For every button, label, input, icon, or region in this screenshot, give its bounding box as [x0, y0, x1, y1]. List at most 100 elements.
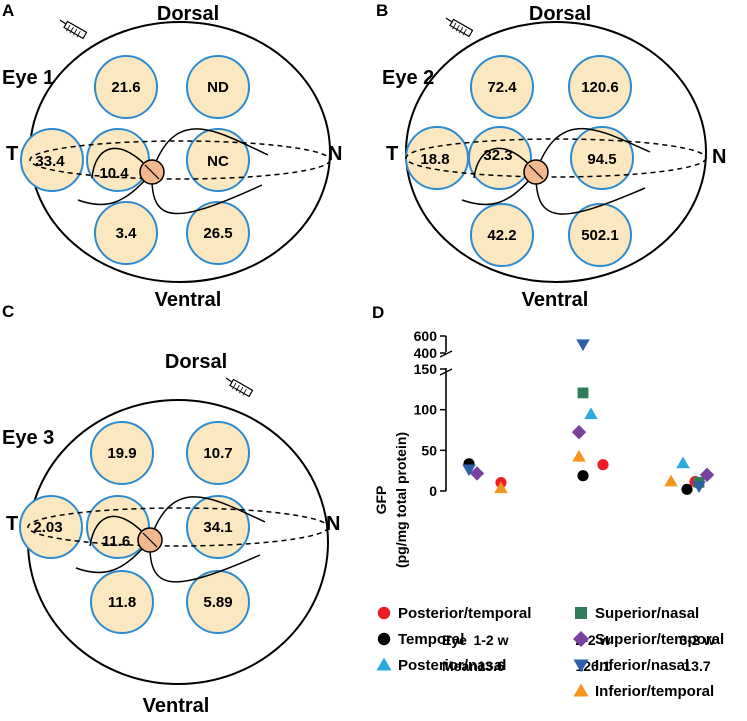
- panel-b-value-temporal: 18.8: [420, 151, 449, 168]
- panel-b-inferior-nasal-circle: [568, 203, 632, 267]
- panel-c-vessel: [149, 496, 266, 541]
- data-point: [572, 449, 586, 462]
- legend-label: Inferior/nasal: [595, 657, 689, 674]
- panel-a-superior-temporal-circle: [94, 55, 158, 119]
- data-points: [462, 339, 715, 495]
- mean-value-label: 13.7: [683, 658, 710, 674]
- data-point: [584, 407, 598, 420]
- data-point: [597, 459, 609, 471]
- panel-c-temporal-circle: [19, 495, 83, 559]
- panel-a-ventral-label: Ventral: [155, 289, 222, 311]
- panel-b-vessel: [473, 147, 537, 179]
- panel-b-value-superior-nasal: 120.6: [581, 79, 619, 96]
- panel-c-eye-label: Eye 3: [2, 427, 54, 449]
- panel-a-dorsal-label: Dorsal: [157, 3, 219, 25]
- legend-label: Posterior/temporal: [398, 605, 531, 622]
- panel-c-value-temporal: 2.03: [33, 519, 62, 536]
- data-point: [699, 467, 715, 483]
- panel-c-nasal-side-label: N: [326, 513, 340, 535]
- legend-item: Inferior/nasal: [573, 657, 689, 674]
- legend-item: Posterior/temporal: [377, 605, 531, 622]
- legend-label: Temporal: [398, 631, 464, 648]
- legend-item: Inferior/temporal: [573, 683, 714, 700]
- panel-c-value-inferior-temporal: 11.8: [108, 594, 136, 611]
- panel-c-vessel: [149, 539, 261, 583]
- panel-a-equator: [29, 140, 331, 180]
- panel-a-value-posterior-nasal: NC: [207, 153, 229, 170]
- y-tick-label: 600: [414, 328, 438, 344]
- panel-c-dorsal-label: Dorsal: [165, 351, 227, 373]
- panel-a-syringe-icon: [59, 19, 88, 40]
- panel-c-value-superior-nasal: 10.7: [203, 445, 232, 462]
- panel-a-posterior-nasal-circle: [186, 128, 250, 192]
- panel-c-inferior-temporal-circle: [90, 570, 154, 634]
- panel-c-vessel: [89, 515, 151, 547]
- panel-b: B Dorsal Ventral Eye 2 T N 72.4 120.6 18…: [376, 1, 726, 311]
- panel-b-ventral-label: Ventral: [522, 289, 589, 311]
- panel-b-eye-label: Eye 2: [382, 67, 434, 89]
- y-axis-label: GFP: [373, 486, 389, 515]
- y-tick-label: 100: [414, 402, 438, 418]
- panel-b-value-posterior-nasal: 94.5: [587, 151, 616, 168]
- panel-c-letter: C: [2, 302, 14, 321]
- panel-c-temporal-side-label: T: [6, 513, 18, 535]
- data-point: [494, 481, 508, 494]
- panel-c-posterior-temporal-circle: [86, 495, 150, 559]
- legend-item: Superior/nasal: [575, 605, 699, 622]
- panel-b-temporal-side-label: T: [386, 143, 398, 165]
- data-point: [681, 483, 693, 495]
- panel-a-eye-label: Eye 1: [2, 67, 54, 89]
- panel-b-value-superior-temporal: 72.4: [487, 79, 517, 96]
- legend-marker: [573, 659, 589, 673]
- panel-b-letter: B: [376, 1, 388, 20]
- data-point: [577, 387, 589, 399]
- panel-a-value-inferior-temporal: 3.4: [116, 225, 138, 242]
- y-tick-label: 400: [414, 345, 438, 361]
- panel-b-inferior-temporal-circle: [470, 203, 534, 267]
- legend-label: Inferior/temporal: [595, 683, 714, 700]
- y-tick-label: 50: [421, 442, 437, 458]
- panel-a-inferior-temporal-circle: [94, 201, 158, 265]
- panel-a-inferior-nasal-circle: [186, 201, 250, 265]
- panel-b-nasal-side-label: N: [712, 146, 726, 168]
- panel-d-letter: D: [372, 303, 384, 322]
- panel-c-superior-temporal-circle: [90, 421, 154, 485]
- y-tick-label: 150: [414, 361, 438, 377]
- panel-c-equator: [27, 507, 329, 547]
- panel-b-vessel: [535, 127, 651, 173]
- panel-a-vessel: [151, 171, 263, 215]
- legend-item: Temporal: [377, 631, 464, 648]
- panel-a-value-inferior-nasal: 26.5: [203, 225, 232, 242]
- panel-b-posterior-nasal-circle: [570, 126, 634, 190]
- panel-c-value-inferior-nasal: 5.89: [203, 594, 232, 611]
- panel-c-syringe-icon: [225, 377, 254, 398]
- panel-a-temporal-side-label: T: [6, 143, 18, 165]
- legend-item: Posterior/nasal: [376, 657, 506, 674]
- panel-c-value-superior-temporal: 19.9: [107, 445, 136, 462]
- legend-marker: [376, 657, 392, 671]
- mean-value-label: 13.6: [477, 658, 504, 674]
- panel-a-value-temporal: 33.4: [35, 153, 65, 170]
- data-point: [577, 470, 589, 482]
- panel-c-ventral-label: Ventral: [143, 695, 210, 716]
- panel-a-superior-nasal-circle: [186, 55, 250, 119]
- category-label: 1-2 w: [473, 632, 508, 648]
- legend-item: Superior/temporal: [573, 631, 724, 648]
- panel-a-vessel: [151, 128, 269, 173]
- data-point: [692, 481, 706, 493]
- panel-c-superior-nasal-circle: [186, 421, 250, 485]
- panel-b-posterior-temporal-circle: [468, 126, 532, 190]
- y-tick-label: 0: [429, 483, 437, 499]
- legend-marker: [573, 631, 589, 647]
- data-point: [664, 474, 678, 487]
- axis-break-marker: [439, 350, 453, 376]
- panel-c-inferior-nasal-circle: [186, 570, 250, 634]
- panel-b-value-posterior-temporal: 32.3: [483, 147, 512, 164]
- panel-b-vessel: [535, 171, 646, 215]
- row-label-eye: Eye: [442, 632, 467, 648]
- panel-d-chart: D GFP (pg/mg total protein) 050100150400…: [372, 303, 715, 674]
- data-point: [571, 424, 587, 440]
- panel-b-syringe-icon: [445, 17, 474, 38]
